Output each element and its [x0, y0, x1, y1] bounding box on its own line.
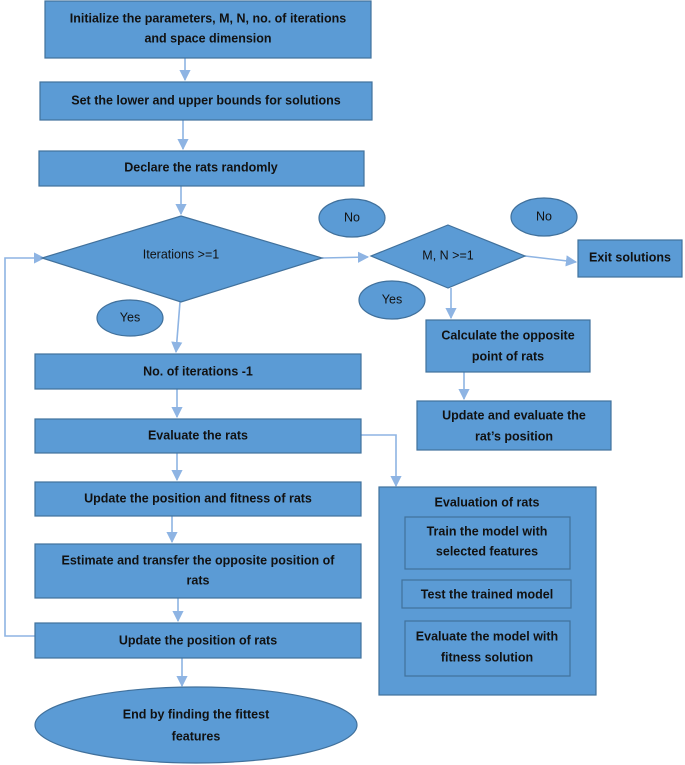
edge-evaluate-group [361, 434, 402, 488]
node-evaluate: Evaluate the rats [34, 418, 362, 454]
label-no-2-text: No [536, 209, 552, 223]
node-init-line2: and space dimension [144, 31, 271, 45]
evaluation-test-box [401, 579, 572, 609]
node-end-line2: features [172, 729, 221, 743]
node-decrement: No. of iterations -1 [34, 353, 362, 390]
node-init: Initialize the parameters, M, N, no. of … [44, 0, 372, 59]
node-end-line1: End by finding the fittest [123, 707, 270, 721]
node-opposite-line1: Estimate and transfer the opposite posit… [62, 553, 336, 567]
node-update-position: Update the position of rats [34, 622, 362, 659]
label-yes-1: Yes [96, 299, 164, 337]
node-declare-text: Declare the rats randomly [124, 160, 278, 174]
label-yes-2: Yes [358, 280, 426, 320]
evaluation-train-box [404, 516, 571, 570]
edge-iter-decrement [171, 301, 183, 354]
label-yes-1-text: Yes [120, 310, 140, 324]
evaluation-fitness-line1: Evaluate the model with [416, 629, 558, 643]
node-opposite: Estimate and transfer the opposite posit… [34, 543, 362, 599]
node-end: End by finding the fittest features [34, 686, 358, 764]
edge-mn-exit [524, 255, 578, 267]
node-update-evaluate-line1: Update and evaluate the [442, 408, 586, 422]
evaluation-fitness-line2: fitness solution [441, 650, 533, 664]
node-evaluate-text: Evaluate the rats [148, 428, 248, 442]
evaluation-train-line1: Train the model with [427, 524, 548, 538]
edge-iter-mn [321, 251, 370, 263]
decision-mn-text: M, N >=1 [422, 248, 473, 262]
node-init-line1: Initialize the parameters, M, N, no. of … [70, 11, 346, 25]
node-opposite-line2: rats [187, 573, 210, 587]
node-update-fitness-text: Update the position and fitness of rats [84, 491, 312, 505]
node-calc-opposite-line2: point of rats [472, 349, 544, 363]
connectors [4, 58, 578, 688]
evaluation-group: Evaluation of rats Train the model with … [378, 486, 597, 696]
evaluation-fitness-box [404, 620, 571, 677]
node-exit: Exit solutions [577, 239, 683, 278]
node-exit-text: Exit solutions [589, 250, 671, 264]
edge-loop-back [4, 252, 46, 637]
label-no-1-text: No [344, 210, 360, 224]
decision-iterations-text: Iterations >=1 [143, 247, 219, 261]
evaluation-group-title: Evaluation of rats [435, 495, 540, 509]
node-update-position-text: Update the position of rats [119, 633, 277, 647]
evaluation-train-line2: selected features [436, 544, 538, 558]
label-yes-2-text: Yes [382, 292, 402, 306]
node-update-fitness: Update the position and fitness of rats [34, 481, 362, 517]
evaluation-test-text: Test the trained model [421, 587, 553, 601]
label-no-2: No [510, 197, 578, 237]
node-bounds: Set the lower and upper bounds for solut… [39, 81, 373, 121]
node-decrement-text: No. of iterations -1 [143, 364, 253, 378]
node-bounds-text: Set the lower and upper bounds for solut… [71, 93, 341, 107]
node-calc-opposite: Calculate the opposite point of rats [425, 319, 591, 373]
node-update-evaluate-line2: rat’s position [475, 429, 553, 443]
node-update-evaluate: Update and evaluate the rat’s position [416, 400, 612, 451]
decision-mn: M, N >=1 [369, 224, 527, 289]
label-no-1: No [318, 198, 386, 238]
decision-iterations: Iterations >=1 [39, 215, 325, 303]
node-calc-opposite-line1: Calculate the opposite [441, 328, 574, 342]
node-declare: Declare the rats randomly [38, 150, 365, 187]
